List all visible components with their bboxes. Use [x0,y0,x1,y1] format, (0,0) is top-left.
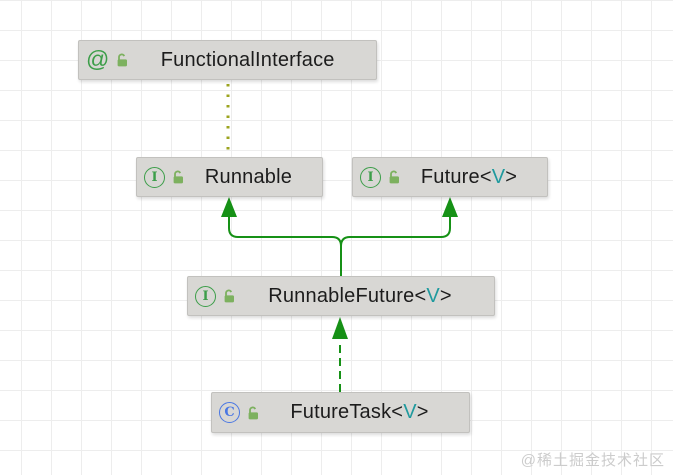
interface-circle-i-icon: I [195,285,216,307]
watermark-text: @稀土掘金技术社区 [520,452,665,469]
open-lock-icon [389,170,399,184]
node-runnablefuture[interactable]: I RunnableFuture<V> [187,276,495,316]
node-label: Runnable [204,165,293,188]
node-label: FutureTask<V> [290,401,429,423]
interface-circle-i-icon: I [360,166,381,188]
edge-runnablefuture-to-future [340,197,458,247]
open-lock-icon [224,289,234,303]
edge-futuretask-to-runnablefuture [332,317,348,392]
open-lock-icon [173,170,183,184]
node-label: FunctionalInterface [160,48,335,71]
node-label: Future<V> [420,165,518,188]
node-runnable[interactable]: I Runnable [136,157,323,197]
annotation-at-icon: @ [86,45,110,72]
node-futuretask[interactable]: C FutureTask<V> [211,392,470,433]
node-label: RunnableFuture<V> [268,284,452,307]
open-lock-icon [117,53,128,67]
class-circle-c-icon: C [219,402,240,423]
open-lock-icon [248,406,258,419]
node-future[interactable]: I Future<V> [352,157,548,197]
interface-circle-i-icon: I [144,166,165,188]
node-functionalinterface[interactable]: @ FunctionalInterface [78,40,377,80]
edge-runnablefuture-to-runnable [221,197,342,276]
